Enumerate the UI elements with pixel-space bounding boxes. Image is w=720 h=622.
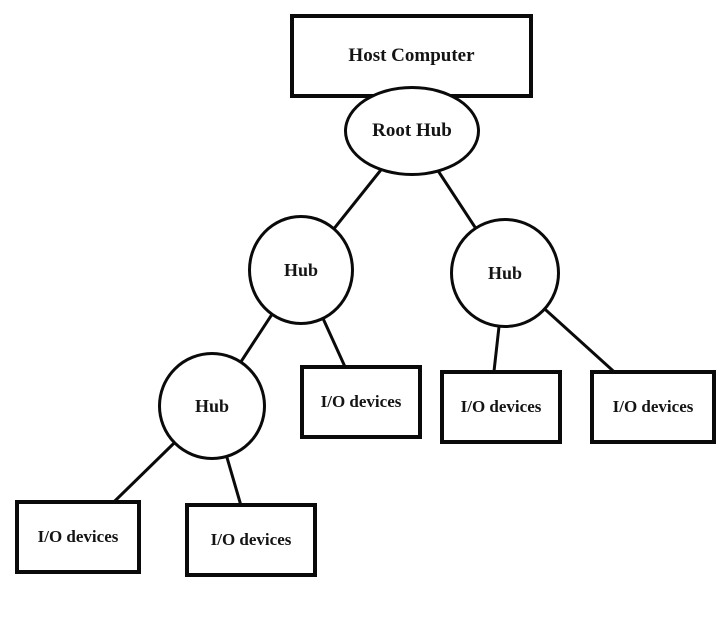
hub-right-node: Hub [450,218,560,328]
host-computer-label: Host Computer [348,45,475,66]
root-hub-node: Root Hub [344,86,480,176]
io-devices-label: I/O devices [612,397,694,416]
io-devices-label: I/O devices [210,530,292,549]
io-devices-label: I/O devices [320,392,402,411]
root-hub-label: Root Hub [372,120,452,141]
hub-left-label: Hub [283,259,319,280]
io-devices-node: I/O devices [590,370,716,444]
hub-lower-label: Hub [194,395,230,416]
io-devices-node: I/O devices [185,503,317,577]
hub-right-label: Hub [487,262,523,283]
io-devices-label: I/O devices [37,527,119,546]
hub-lower-node: Hub [158,352,266,460]
hub-left-node: Hub [248,215,354,325]
io-devices-node: I/O devices [15,500,141,574]
io-devices-node: I/O devices [440,370,562,444]
io-devices-label: I/O devices [460,397,542,416]
io-devices-node: I/O devices [300,365,422,439]
